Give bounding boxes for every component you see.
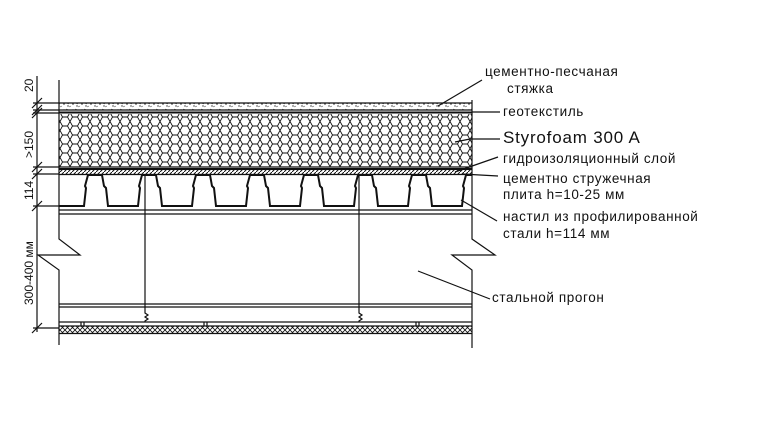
label-insulation: Styrofoam 300 A [503, 128, 641, 147]
screed-layer [59, 102, 472, 111]
label-purlin: стальной прогон [492, 290, 604, 305]
right-break-line [450, 100, 497, 348]
label-board-2: плита h=10-25 мм [503, 187, 625, 202]
label-board-1: цементно стружечная [503, 171, 651, 186]
label-screed-2: стяжка [507, 81, 554, 96]
rods [143, 175, 364, 322]
steel-purlin [59, 209, 472, 335]
profiled-deck [59, 174, 472, 207]
label-waterproofing: гидроизоляционный слой [503, 151, 676, 166]
dim-purlin: 300-400 мм [22, 241, 36, 305]
label-deck-1: настил из профилированной [503, 209, 698, 224]
cement-board-layer [59, 170, 472, 176]
label-screed-1: цементно-песчаная [485, 64, 618, 79]
label-geotextile: геотекстиль [503, 104, 584, 119]
label-deck-2: стали h=114 мм [503, 226, 610, 241]
dim-insulation: >150 [22, 131, 36, 158]
left-break-line [36, 80, 82, 345]
insulation-layer [59, 114, 472, 168]
dim-deck: 114 [22, 181, 36, 200]
dimension-chain [31, 76, 59, 334]
leader-lines [417, 79, 500, 300]
deck-profile [59, 174, 472, 207]
dim-screed: 20 [22, 78, 36, 92]
